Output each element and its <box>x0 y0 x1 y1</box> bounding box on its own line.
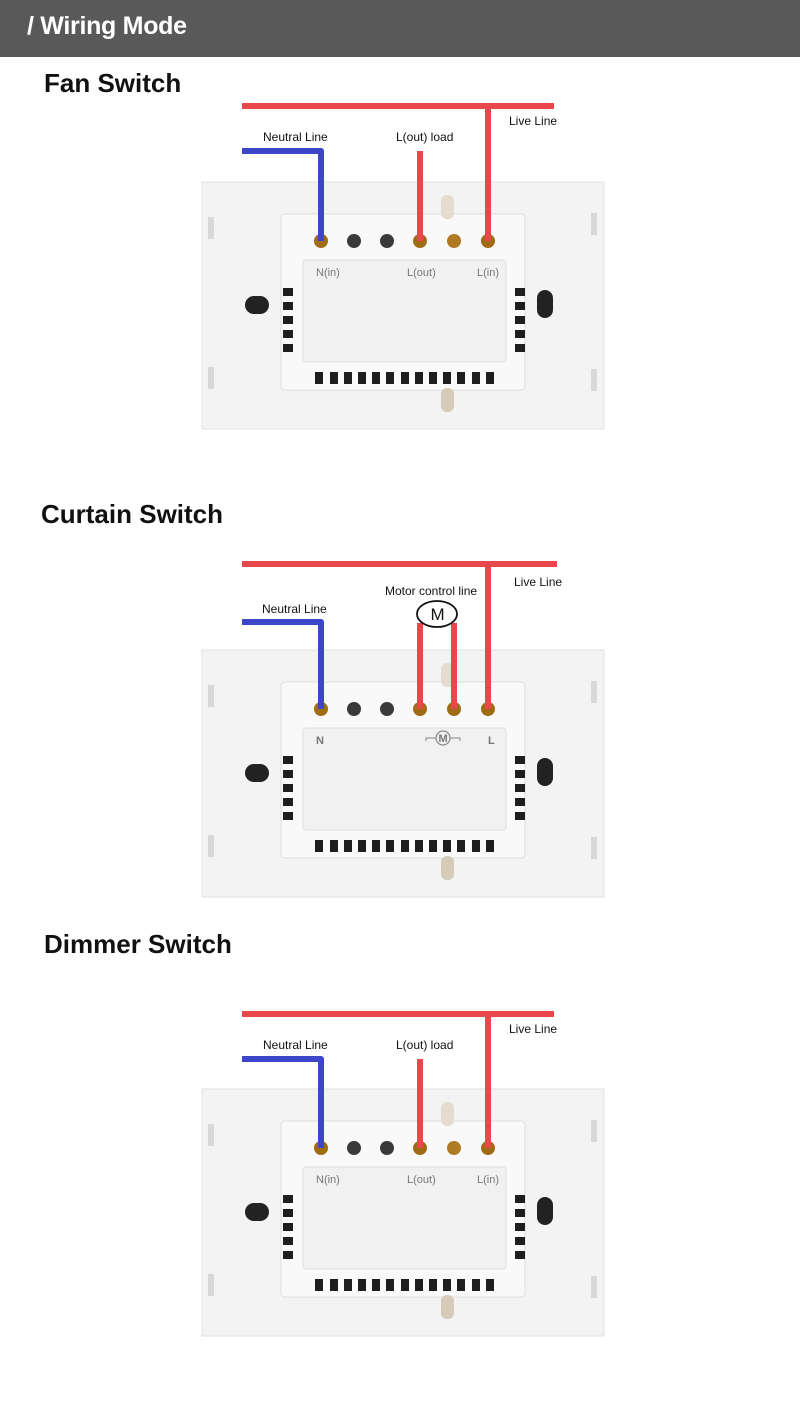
motor-letter: M <box>431 605 445 624</box>
terminal-label-l-out: L(out) <box>407 267 436 279</box>
live-line-label: Live Line <box>514 575 562 589</box>
terminal-label-n-in: N(in) <box>316 1174 340 1186</box>
live-line-label: Live Line <box>509 114 557 128</box>
terminal-label-l-out: L(out) <box>407 1174 436 1186</box>
load-label: L(out) load <box>396 1038 453 1052</box>
terminal-label-n: N <box>316 735 324 747</box>
terminal-label-l: L <box>488 735 495 747</box>
fan-switch-title: Fan Switch <box>44 68 182 98</box>
live-line-label: Live Line <box>509 1022 557 1036</box>
terminal-label-m: M <box>439 733 448 745</box>
terminal-label-n-in: N(in) <box>316 267 340 279</box>
neutral-line-label: Neutral Line <box>262 602 327 616</box>
switch-plate <box>201 649 605 898</box>
fan-switch-diagram: N(in) L(out) L(in) Live Line Neutral Lin… <box>201 103 605 430</box>
dimmer-switch-diagram: N(in) L(out) L(in) Live Line Neutral Lin… <box>201 1011 605 1337</box>
header-bar: / Wiring Mode <box>0 0 800 57</box>
load-label: L(out) load <box>396 130 453 144</box>
terminal-label-l-in: L(in) <box>477 1174 499 1186</box>
switch-plate <box>201 181 605 430</box>
dimmer-switch-title: Dimmer Switch <box>44 929 232 959</box>
curtain-switch-title: Curtain Switch <box>41 499 224 529</box>
neutral-line-label: Neutral Line <box>263 130 328 144</box>
neutral-wire <box>242 619 324 709</box>
neutral-wire <box>242 1056 324 1148</box>
motor-control-label: Motor control line <box>385 584 477 598</box>
neutral-wire <box>242 148 324 241</box>
neutral-line-label: Neutral Line <box>263 1038 328 1052</box>
curtain-switch-diagram: N M L M Live Line Neutral Line Motor con… <box>201 561 605 898</box>
page-title: / Wiring Mode <box>27 12 187 40</box>
terminal-motor-symbol: M <box>425 730 461 746</box>
motor-symbol: M <box>416 600 458 628</box>
terminal-label-l-in: L(in) <box>477 267 499 279</box>
switch-plate <box>201 1088 605 1337</box>
